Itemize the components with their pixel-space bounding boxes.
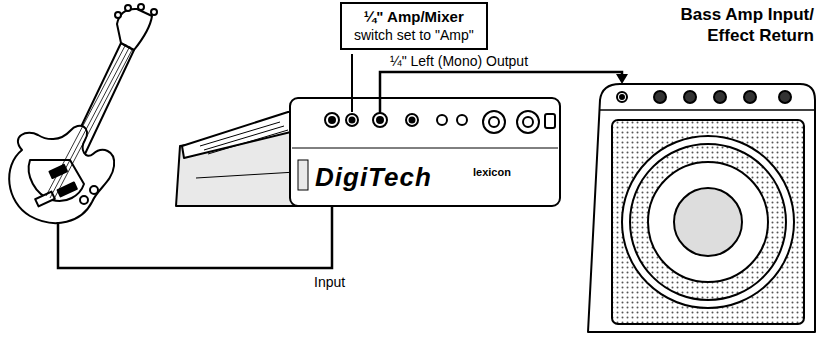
effects-processor xyxy=(290,98,560,206)
expression-pedal xyxy=(176,112,300,206)
callout-body: switch set to "Amp" xyxy=(354,26,474,44)
signal-cable xyxy=(380,72,628,98)
bass-guitar xyxy=(9,4,157,223)
output-plug xyxy=(379,98,382,113)
leader-line xyxy=(351,54,353,112)
callout-box: ¼" Amp/Mixerswitch set to "Amp" xyxy=(340,2,488,50)
amp-cabinet: Bass Amp Input/ Effect Return xyxy=(582,84,818,334)
brand-logo: lexicon xyxy=(473,166,511,179)
processor-unit: DigiTech lexicon xyxy=(175,98,560,206)
bass-amp xyxy=(588,84,815,332)
cable-label: ¼" Left (Mono) Output xyxy=(388,53,530,69)
brand-logo: DigiTech xyxy=(315,162,432,192)
input-cable xyxy=(58,206,332,268)
amp-heading: Bass Amp Input/ Effect Return xyxy=(638,4,814,46)
callout-heading: ¼" Amp/Mixer xyxy=(354,8,474,26)
port-label: Input xyxy=(314,274,345,290)
